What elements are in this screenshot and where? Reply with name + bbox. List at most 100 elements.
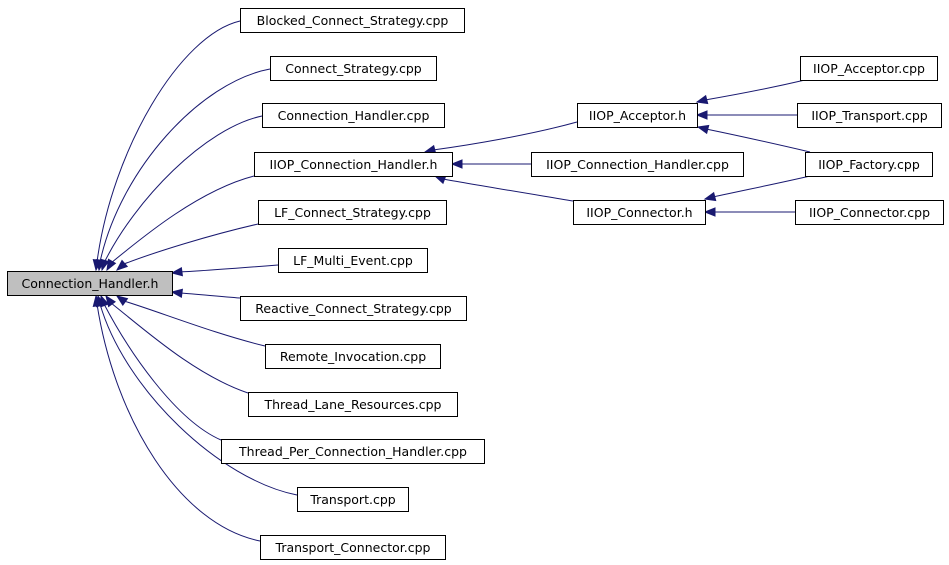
edge-line xyxy=(95,20,241,271)
arrowhead-icon xyxy=(170,288,183,298)
edge-line xyxy=(100,295,222,441)
node-box xyxy=(258,200,447,225)
node-label: IIOP_Connection_Handler.cpp xyxy=(546,157,729,172)
edge-iiop_transport_cpp-to-iiop_acceptor_h xyxy=(695,110,797,120)
edge-iiop_connector_cpp-to-iiop_connector_h xyxy=(703,207,795,217)
edge-iiop_acceptor_h-to-iiop_connection_handler_h xyxy=(423,121,578,155)
node-box xyxy=(800,56,938,81)
node-label: IIOP_Connection_Handler.h xyxy=(270,157,438,172)
node-lf-connect-strategy-cpp[interactable]: LF_Connect_Strategy.cpp xyxy=(258,200,447,225)
edge-iiop_connection_handler_h-to-connection_handler_h xyxy=(106,175,255,272)
node-label: LF_Multi_Event.cpp xyxy=(293,253,413,268)
arrowhead-icon xyxy=(703,207,716,217)
edge-thread_per_connection_handler_cpp-to-connection_handler_h xyxy=(100,294,222,441)
arrowhead-icon xyxy=(450,159,463,169)
arrowhead-icon xyxy=(92,294,102,307)
node-label: Reactive_Connect_Strategy.cpp xyxy=(255,301,452,316)
node-box xyxy=(248,392,458,417)
node-connection-handler-h: Connection_Handler.h xyxy=(7,271,173,296)
node-box xyxy=(260,535,446,560)
node-label: Transport.cpp xyxy=(309,492,395,507)
node-box xyxy=(795,200,944,225)
edge-line xyxy=(97,295,298,496)
node-label: LF_Connect_Strategy.cpp xyxy=(274,205,431,220)
edge-lf_connect_strategy_cpp-to-connection_handler_h xyxy=(115,223,259,271)
edge-connect_strategy_cpp-to-connection_handler_h xyxy=(95,68,271,272)
edge-blocked_connect_strategy_cpp-to-connection_handler_h xyxy=(92,20,241,272)
arrowhead-icon xyxy=(703,191,717,202)
node-box xyxy=(797,103,942,128)
arrowhead-icon xyxy=(695,110,708,120)
node-label: Remote_Invocation.cpp xyxy=(280,349,426,364)
arrowhead-icon xyxy=(106,258,117,272)
node-iiop-connector-h[interactable]: IIOP_Connector.h xyxy=(573,200,706,225)
node-iiop-connector-cpp[interactable]: IIOP_Connector.cpp xyxy=(795,200,944,225)
arrowhead-icon xyxy=(100,258,110,272)
edge-line xyxy=(696,79,806,103)
edge-iiop_factory_cpp-to-iiop_connector_h xyxy=(703,175,811,202)
node-thread-lane-resources-cpp[interactable]: Thread_Lane_Resources.cpp xyxy=(248,392,458,417)
edge-iiop_connector_h-to-iiop_connection_handler_h xyxy=(433,175,574,202)
node-iiop-acceptor-cpp[interactable]: IIOP_Acceptor.cpp xyxy=(800,56,938,81)
edge-line xyxy=(434,175,574,202)
edge-transport_connector_cpp-to-connection_handler_h xyxy=(92,294,261,542)
arrowhead-icon xyxy=(170,267,183,277)
edge-iiop_factory_cpp-to-iiop_acceptor_h xyxy=(696,124,811,153)
edge-line xyxy=(116,295,266,347)
edge-lf_multi_event_cpp-to-connection_handler_h xyxy=(170,264,279,277)
node-label: Transport_Connector.cpp xyxy=(275,540,431,555)
node-label: IIOP_Factory.cpp xyxy=(818,157,920,172)
node-box xyxy=(221,439,485,464)
node-reactive-connect-strategy-cpp[interactable]: Reactive_Connect_Strategy.cpp xyxy=(240,296,467,321)
node-connect-strategy-cpp[interactable]: Connect_Strategy.cpp xyxy=(270,56,437,81)
node-box xyxy=(262,103,445,128)
edge-line xyxy=(105,295,249,394)
node-remote-invocation-cpp[interactable]: Remote_Invocation.cpp xyxy=(265,344,441,369)
arrowhead-icon xyxy=(695,94,709,105)
arrowhead-icon xyxy=(696,124,710,135)
edge-line xyxy=(704,175,811,200)
node-box xyxy=(270,56,437,81)
node-box xyxy=(573,200,706,225)
edge-line xyxy=(171,264,279,274)
edge-line xyxy=(98,68,271,271)
node-label: Thread_Per_Connection_Handler.cpp xyxy=(238,444,467,459)
node-transport-cpp[interactable]: Transport.cpp xyxy=(297,487,409,512)
node-box xyxy=(254,152,453,177)
node-box xyxy=(297,487,409,512)
node-label: IIOP_Connector.h xyxy=(586,205,692,220)
node-label: Connect_Strategy.cpp xyxy=(285,61,421,76)
edge-connection_handler_cpp-to-connection_handler_h xyxy=(100,115,263,272)
edge-line xyxy=(95,295,261,542)
edge-reactive_connect_strategy_cpp-to-connection_handler_h xyxy=(170,288,241,299)
node-iiop-connection-handler-cpp[interactable]: IIOP_Connection_Handler.cpp xyxy=(531,152,744,177)
edge-iiop_connection_handler_cpp-to-iiop_connection_handler_h xyxy=(450,159,531,169)
node-iiop-factory-cpp[interactable]: IIOP_Factory.cpp xyxy=(805,152,933,177)
node-iiop-connection-handler-h[interactable]: IIOP_Connection_Handler.h xyxy=(254,152,453,177)
edge-line xyxy=(116,223,259,271)
node-thread-per-connection-handler-cpp[interactable]: Thread_Per_Connection_Handler.cpp xyxy=(221,439,485,464)
edge-line xyxy=(106,175,255,271)
node-label: Blocked_Connect_Strategy.cpp xyxy=(257,13,449,28)
node-label: IIOP_Connector.cpp xyxy=(809,205,930,220)
node-blocked-connect-strategy-cpp[interactable]: Blocked_Connect_Strategy.cpp xyxy=(240,8,465,33)
edge-remote_invocation_cpp-to-connection_handler_h xyxy=(115,295,266,347)
graph-edges xyxy=(92,20,811,542)
node-label: Connection_Handler.cpp xyxy=(278,108,430,123)
node-label: IIOP_Transport.cpp xyxy=(811,108,927,123)
edge-line xyxy=(101,115,263,271)
node-iiop-acceptor-h[interactable]: IIOP_Acceptor.h xyxy=(577,103,698,128)
node-iiop-transport-cpp[interactable]: IIOP_Transport.cpp xyxy=(797,103,942,128)
node-box xyxy=(531,152,744,177)
node-box xyxy=(265,344,441,369)
node-lf-multi-event-cpp[interactable]: LF_Multi_Event.cpp xyxy=(278,248,428,273)
graph-nodes: Connection_Handler.h Blocked_Connect_Stra… xyxy=(7,8,944,560)
node-box xyxy=(240,296,467,321)
node-transport-connector-cpp[interactable]: Transport_Connector.cpp xyxy=(260,535,446,560)
node-box xyxy=(278,248,428,273)
arrowhead-icon xyxy=(115,259,129,271)
node-label: Thread_Lane_Resources.cpp xyxy=(264,397,442,412)
edge-line xyxy=(697,126,811,153)
node-label: IIOP_Acceptor.cpp xyxy=(813,61,925,76)
node-connection-handler-cpp[interactable]: Connection_Handler.cpp xyxy=(262,103,445,128)
